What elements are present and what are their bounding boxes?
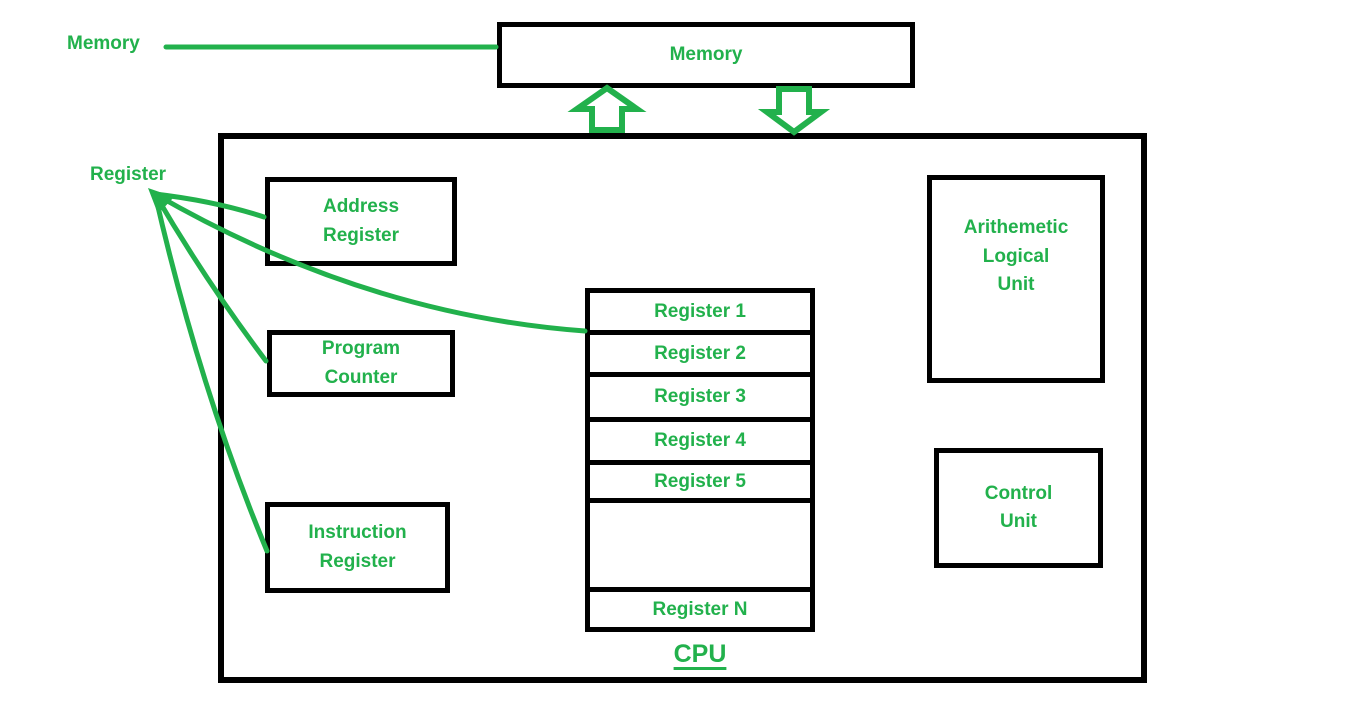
register-row-n: Register N (652, 598, 748, 620)
program-counter-line2: Counter (324, 366, 398, 388)
instruction-register-line2: Register (319, 550, 396, 572)
memory-pointer-label: Memory (67, 33, 140, 54)
alu-line2: Logical (982, 245, 1050, 267)
register-row-5: Register 5 (590, 465, 810, 503)
register-pointer-label: Register (90, 164, 167, 185)
alu-line1: Arithemetic (963, 217, 1069, 238)
control-unit-line1: Control (984, 482, 1053, 504)
instruction-register-line1: Instruction (308, 522, 407, 543)
address-register-line1: Address (322, 196, 400, 217)
address-register-line2: Register (322, 224, 400, 246)
memory-box-label: Memory (669, 43, 743, 65)
alu-line3: Unit (997, 274, 1035, 295)
program-counter-box: Program Counter (267, 330, 455, 397)
arithmetic-logical-unit-box: Arithemetic Logical Unit (927, 175, 1105, 383)
register-row-3: Register 3 (590, 377, 810, 422)
register-pointer-arrowhead-icon (148, 188, 174, 214)
register-row-4: Register 4 (590, 422, 810, 465)
register-row-2: Register 2 (590, 335, 810, 377)
control-unit-box: Control Unit (934, 448, 1103, 568)
up-block-arrow-icon (567, 84, 647, 133)
control-unit-line2: Unit (1000, 511, 1037, 532)
register-stack: Register 1 Register 2 Register 3 Registe… (585, 288, 815, 632)
cpu-caption: CPU (673, 640, 727, 668)
memory-box: Memory (497, 22, 915, 88)
register-row-empty (590, 503, 810, 592)
instruction-register-box: Instruction Register (265, 502, 450, 593)
address-register-box: Address Register (265, 177, 457, 266)
register-row-1: Register 1 (590, 293, 810, 335)
program-counter-line1: Program (321, 338, 401, 359)
down-block-arrow-icon (757, 86, 831, 136)
